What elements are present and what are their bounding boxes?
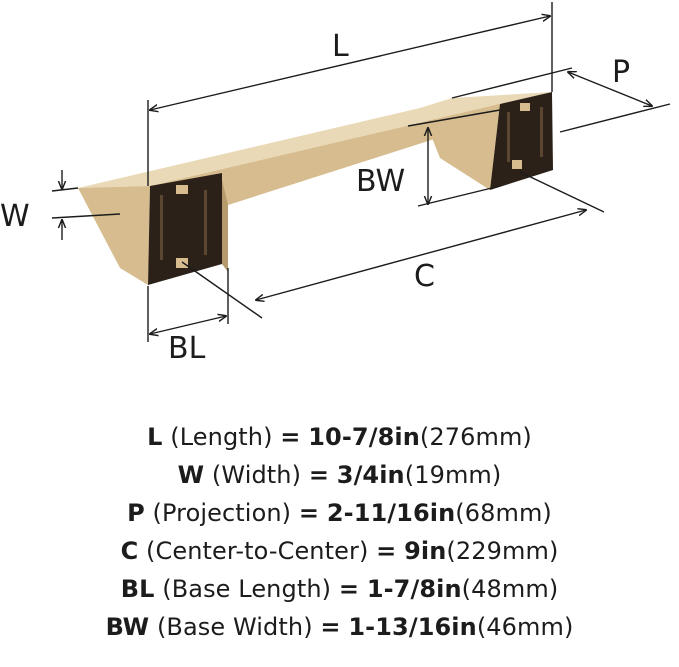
length-label: L	[332, 29, 349, 64]
left-post-inner-shadow	[222, 180, 228, 272]
dimension-lines	[51, 2, 671, 342]
handle-front-face	[150, 104, 500, 220]
left-top-screw-slot	[176, 185, 188, 194]
dimension-specification-list: L (Length) = 10-7/8in(276mm) W (Width) =…	[0, 418, 679, 646]
left-bottom-screw-slot	[176, 258, 188, 268]
base-length-label: BL	[168, 331, 206, 366]
right-bottom-screw-slot	[512, 160, 522, 169]
spec-row-base-length: BL (Base Length) = 1-7/8in(48mm)	[120, 575, 559, 603]
spec-row-projection: P (Projection) = 2-11/16in(68mm)	[127, 499, 552, 527]
length-dimension-line	[150, 16, 550, 110]
center-to-center-label: C	[414, 259, 435, 294]
spec-row-center-to-center: C (Center-to-Center) = 9in(229mm)	[120, 537, 559, 565]
cabinet-pull-illustration	[78, 92, 553, 285]
left-post-side-face	[78, 186, 150, 285]
base-length-dimension-line	[150, 316, 226, 334]
base-width-label: BW	[356, 164, 405, 199]
left-base-end	[148, 173, 222, 285]
projection-dimension-line	[568, 72, 652, 106]
cabinet-pull-dimension-diagram: L P BW W C BL	[0, 2, 671, 366]
spec-row-base-width: BW (Base Width) = 1-13/16in(46mm)	[105, 613, 574, 641]
spec-row-length: L (Length) = 10-7/8in(276mm)	[147, 423, 532, 451]
spec-row-width: W (Width) = 3/4in(19mm)	[177, 461, 502, 489]
right-base-end	[490, 92, 553, 190]
width-label: W	[0, 199, 30, 234]
handle-top-face	[78, 104, 500, 188]
projection-label: P	[612, 55, 630, 90]
right-top-screw-slot	[520, 103, 530, 111]
center-to-center-dimension-line	[256, 210, 586, 300]
